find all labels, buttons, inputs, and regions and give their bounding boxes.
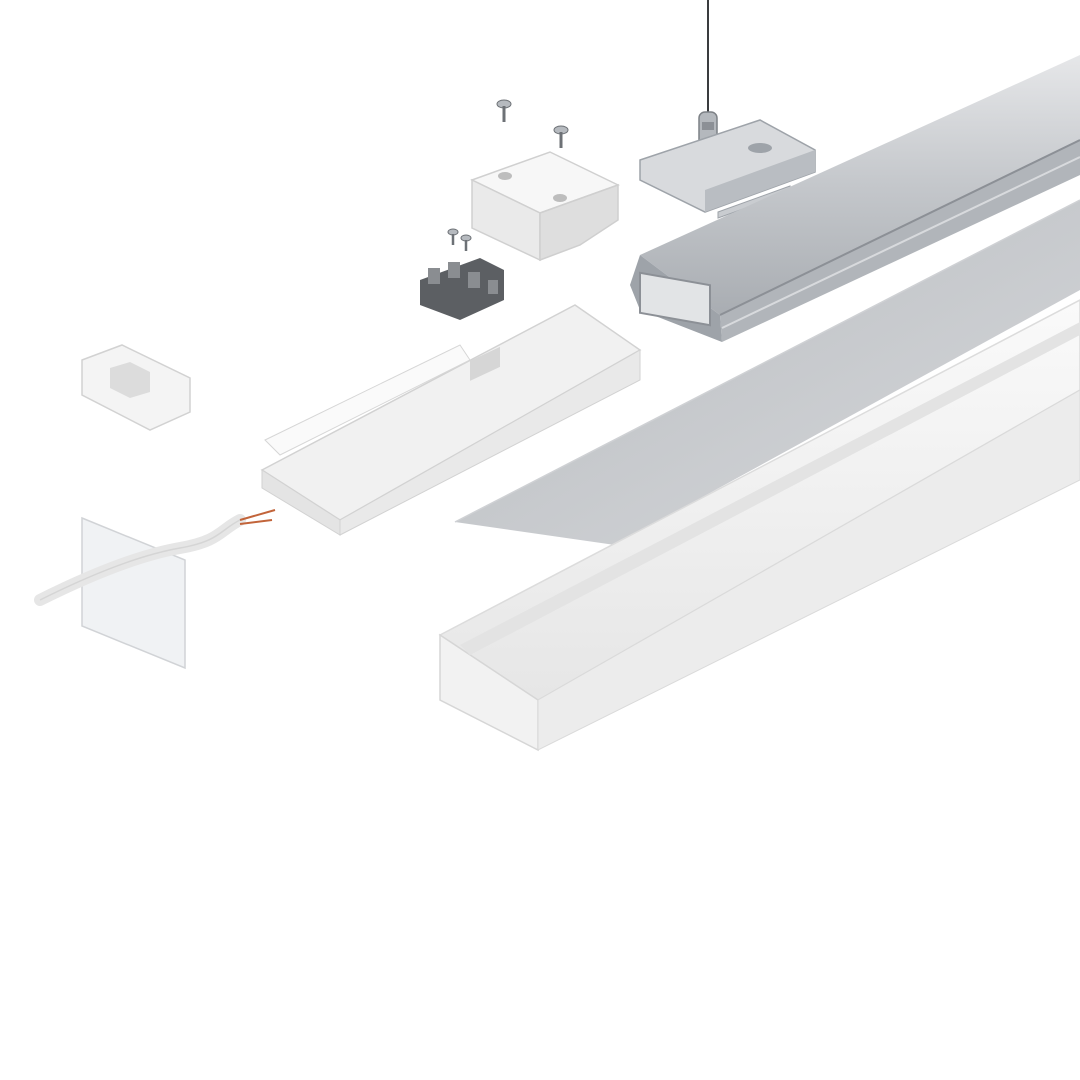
screw-icon — [496, 99, 512, 122]
aluminum-profile — [630, 55, 1080, 342]
screw-icon — [553, 125, 569, 148]
connector-cap — [470, 151, 620, 262]
screw-icon — [447, 228, 459, 245]
mounting-clip — [639, 119, 816, 219]
screws — [447, 99, 569, 251]
screw-icon — [460, 234, 472, 251]
terminal-block — [420, 258, 504, 320]
end-cap-small — [81, 344, 191, 431]
diffuser-strip — [454, 199, 1080, 545]
white-channel — [438, 299, 1080, 752]
driver-housing — [260, 304, 642, 536]
clear-end-plate-with-cable — [34, 509, 276, 670]
